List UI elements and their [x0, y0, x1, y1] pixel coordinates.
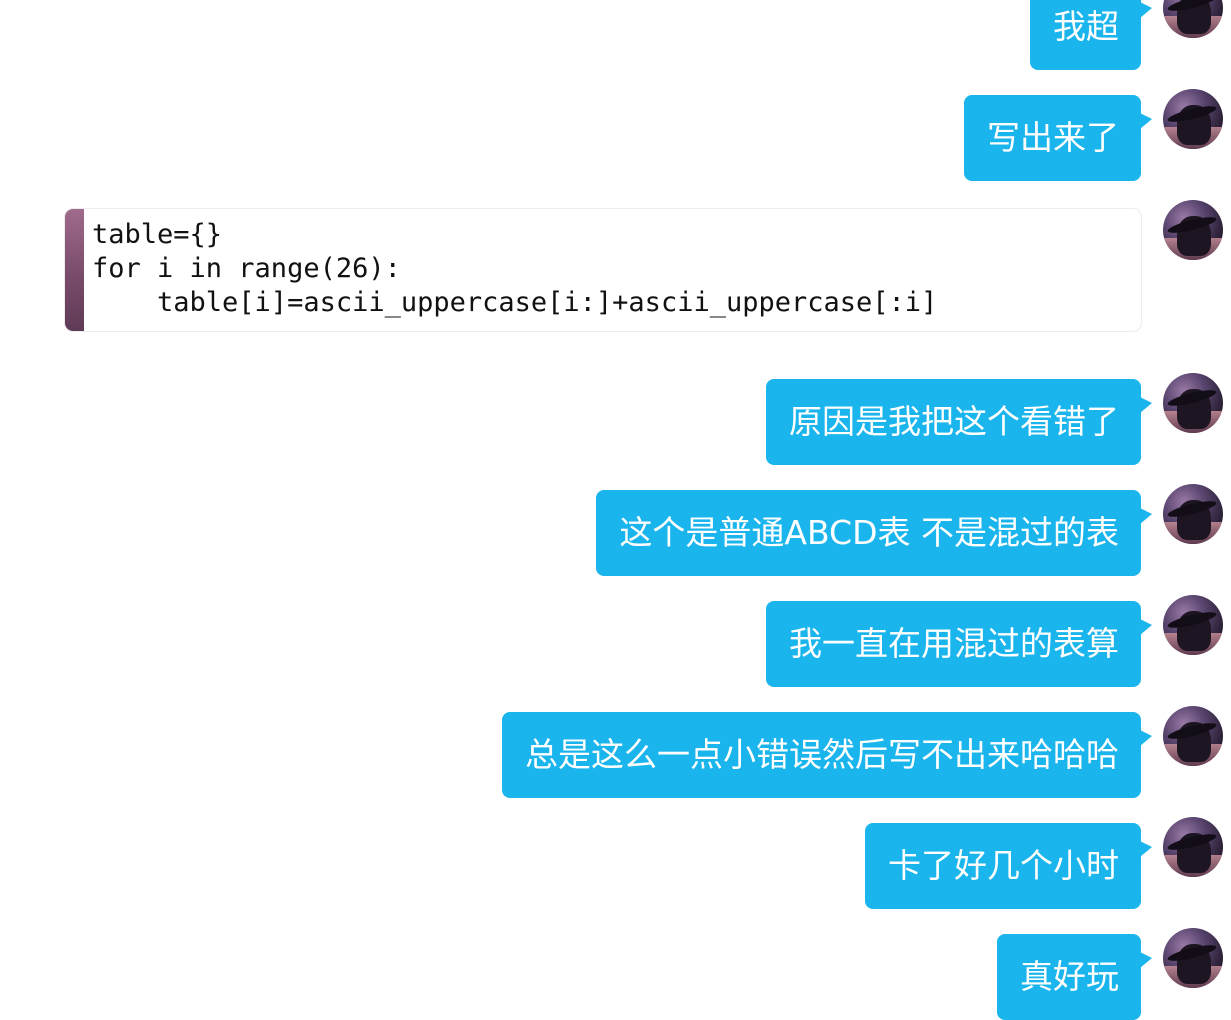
user-avatar[interactable] — [1163, 928, 1223, 988]
bubble-tail — [1140, 397, 1152, 413]
message-text: 原因是我把这个看错了 — [789, 402, 1119, 441]
code-line: table={} — [92, 219, 223, 250]
user-avatar[interactable] — [1163, 200, 1223, 260]
user-avatar[interactable] — [1163, 373, 1223, 433]
message-bubble[interactable]: 写出来了 — [964, 95, 1152, 181]
message-row: 原因是我把这个看错了 — [0, 373, 1231, 465]
message-row: 卡了好几个小时 — [0, 817, 1231, 909]
message-row: 我一直在用混过的表算 — [0, 595, 1231, 687]
user-avatar[interactable] — [1163, 0, 1223, 38]
bubble-tail — [1140, 841, 1152, 857]
bubble-tail — [1140, 113, 1152, 129]
message-bubble[interactable]: 我一直在用混过的表算 — [766, 601, 1152, 687]
message-row: 我超 — [0, 0, 1231, 70]
message-row: 写出来了 — [0, 89, 1231, 181]
code-line: table[i]=ascii_uppercase[i:]+ascii_upper… — [92, 287, 938, 318]
message-row: 总是这么一点小错误然后写不出来哈哈哈 — [0, 706, 1231, 798]
message-bubble[interactable]: 原因是我把这个看错了 — [766, 379, 1152, 465]
bubble-tail — [1140, 730, 1152, 746]
user-avatar[interactable] — [1163, 89, 1223, 149]
message-text: 这个是普通ABCD表 不是混过的表 — [619, 513, 1119, 552]
message-bubble[interactable]: 总是这么一点小错误然后写不出来哈哈哈 — [502, 712, 1152, 798]
message-bubble[interactable]: 卡了好几个小时 — [865, 823, 1152, 909]
bubble-tail — [1140, 2, 1152, 18]
user-avatar[interactable] — [1163, 484, 1223, 544]
code-snippet-accent-bar — [65, 209, 84, 331]
message-row: 真好玩 — [0, 928, 1231, 1020]
user-avatar[interactable] — [1163, 817, 1223, 877]
message-text: 我超 — [1053, 7, 1119, 46]
code-line: for i in range(26): — [92, 253, 401, 284]
code-snippet-message[interactable]: table={} for i in range(26): table[i]=as… — [64, 208, 1142, 332]
message-bubble[interactable]: 真好玩 — [997, 934, 1152, 1020]
bubble-tail — [1140, 619, 1152, 635]
message-text: 写出来了 — [987, 118, 1119, 157]
message-bubble[interactable]: 我超 — [1030, 0, 1152, 70]
bubble-tail — [1140, 952, 1152, 968]
message-text: 真好玩 — [1020, 957, 1119, 996]
bubble-tail — [1140, 508, 1152, 524]
code-block: table={} for i in range(26): table[i]=as… — [92, 218, 937, 320]
message-text: 我一直在用混过的表算 — [789, 624, 1119, 663]
message-text: 总是这么一点小错误然后写不出来哈哈哈 — [525, 735, 1119, 774]
message-text: 卡了好几个小时 — [888, 846, 1119, 885]
user-avatar[interactable] — [1163, 706, 1223, 766]
message-bubble[interactable]: 这个是普通ABCD表 不是混过的表 — [596, 490, 1152, 576]
user-avatar[interactable] — [1163, 595, 1223, 655]
message-row: 这个是普通ABCD表 不是混过的表 — [0, 484, 1231, 576]
